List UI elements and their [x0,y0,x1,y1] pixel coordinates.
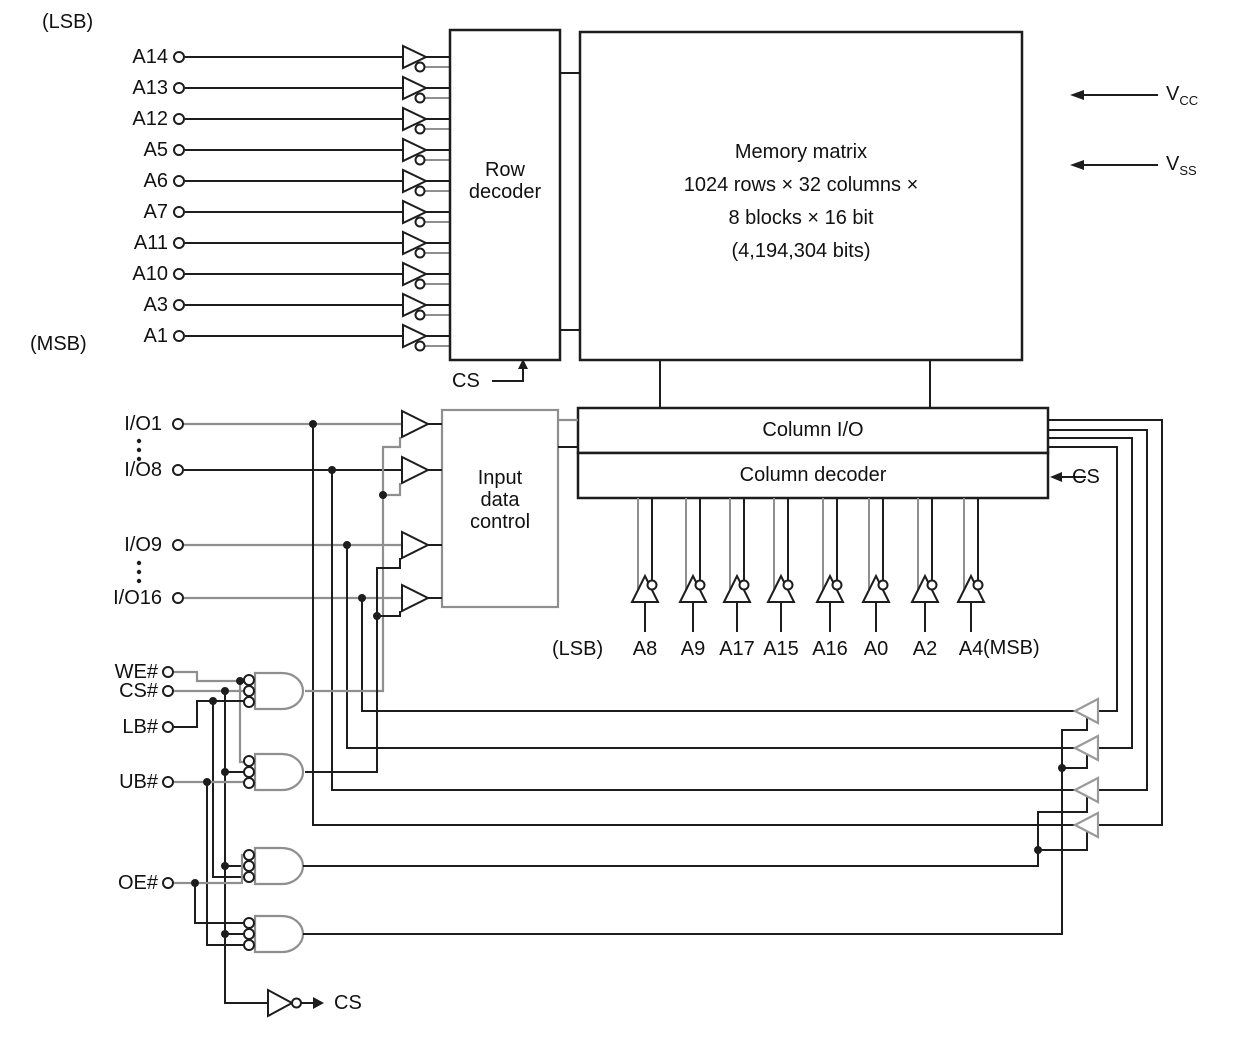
io-ellipsis-dots [136,438,142,584]
data-out-feedback-wires [312,424,1075,826]
memory-matrix-line2: 1024 rows × 32 columns × [683,174,919,196]
pin-label-a0: A0 [863,638,889,660]
pin-label-we: WE# [114,661,158,683]
control-wires [174,670,268,1004]
junction-dots [191,420,1066,938]
write-lower-enable-wire [305,437,402,693]
memory-matrix-title: Memory matrix [734,141,868,163]
column-address-buffer-icons [631,497,985,633]
write-upper-enable-wire [305,558,401,773]
pin-label-a2: A2 [912,638,938,660]
pin-label-a8: A8 [632,638,658,660]
block-connectors [560,72,931,408]
pin-label-cs: CS# [119,680,158,702]
row-decoder-box [448,28,562,362]
pin-label-a1: A1 [143,325,168,347]
pin-label-a16: A16 [812,638,848,660]
pin-label-a9: A9 [680,638,706,660]
row-address-terminals [173,51,185,342]
pin-label-a13: A13 [132,77,168,99]
io-lines [184,422,402,600]
vcc-arrow [1070,90,1158,100]
column-io-label: Column I/O [762,419,864,441]
memory-matrix-box [578,30,1024,362]
row-address-buffer-icons [402,45,451,352]
cs-inverter-icon [225,988,324,1018]
pin-label-a7: A7 [143,201,168,223]
pin-label-a11: A11 [133,232,168,254]
row-address-lines [185,56,403,337]
row-decoder-label-1: Row [484,159,525,181]
control-terminals [162,666,174,889]
pin-label-a10: A10 [132,263,168,285]
column-decoder-label: Column decoder [739,464,887,486]
input-data-control-box [440,408,560,609]
col-msb-label: (MSB) [983,637,1040,659]
pin-label-a12: A12 [132,108,168,130]
vcc-label: VCC [1166,83,1199,108]
pin-label-a3: A3 [143,294,168,316]
pin-label-a4: A4 [958,638,984,660]
column-decoder-cs-arrow [1050,472,1086,482]
column-io-output-wires [1048,419,1163,826]
and-gate-icons [242,671,305,954]
row-decoder-label-2: decoder [468,181,542,203]
pin-label-oe: OE# [117,872,158,894]
pin-label-a15: A15 [763,638,799,660]
input-buffer-icons [401,410,443,612]
pin-label-io9: I/O9 [124,534,162,556]
pin-label-a14: A14 [132,46,168,68]
input-data-control-label-2: data [480,489,520,511]
memory-matrix-line3: 8 blocks × 16 bit [728,207,874,229]
column-io-box [576,406,1050,455]
row-msb-label: (MSB) [30,333,87,355]
pin-label-lb: LB# [122,716,158,738]
pin-label-io8: I/O8 [124,459,162,481]
io-terminals [172,418,184,604]
cs-output-label: CS [334,992,362,1014]
pin-label-io16: I/O16 [113,587,162,609]
column-decoder-cs-label: CS [1072,466,1100,488]
row-lsb-label: (LSB) [42,11,94,33]
input-data-control-label-1: Input [477,467,523,489]
vss-arrow [1070,160,1158,170]
row-decoder-cs-wire [492,359,528,382]
pin-label-a17: A17 [719,638,755,660]
memory-matrix-line4: (4,194,304 bits) [731,240,871,262]
column-decoder-box [576,451,1050,500]
input-data-control-label-3: control [469,511,531,533]
pin-label-ub: UB# [119,771,158,793]
pin-label-a6: A6 [143,170,168,192]
pin-label-a5: A5 [143,139,168,161]
read-upper-enable-wire [303,717,1088,935]
pin-label-io1: I/O1 [124,413,162,435]
vss-label: VSS [1166,153,1197,178]
read-lower-enable-wire [303,796,1088,867]
col-lsb-label: (LSB) [552,638,604,660]
row-decoder-cs-label: CS [452,370,480,392]
